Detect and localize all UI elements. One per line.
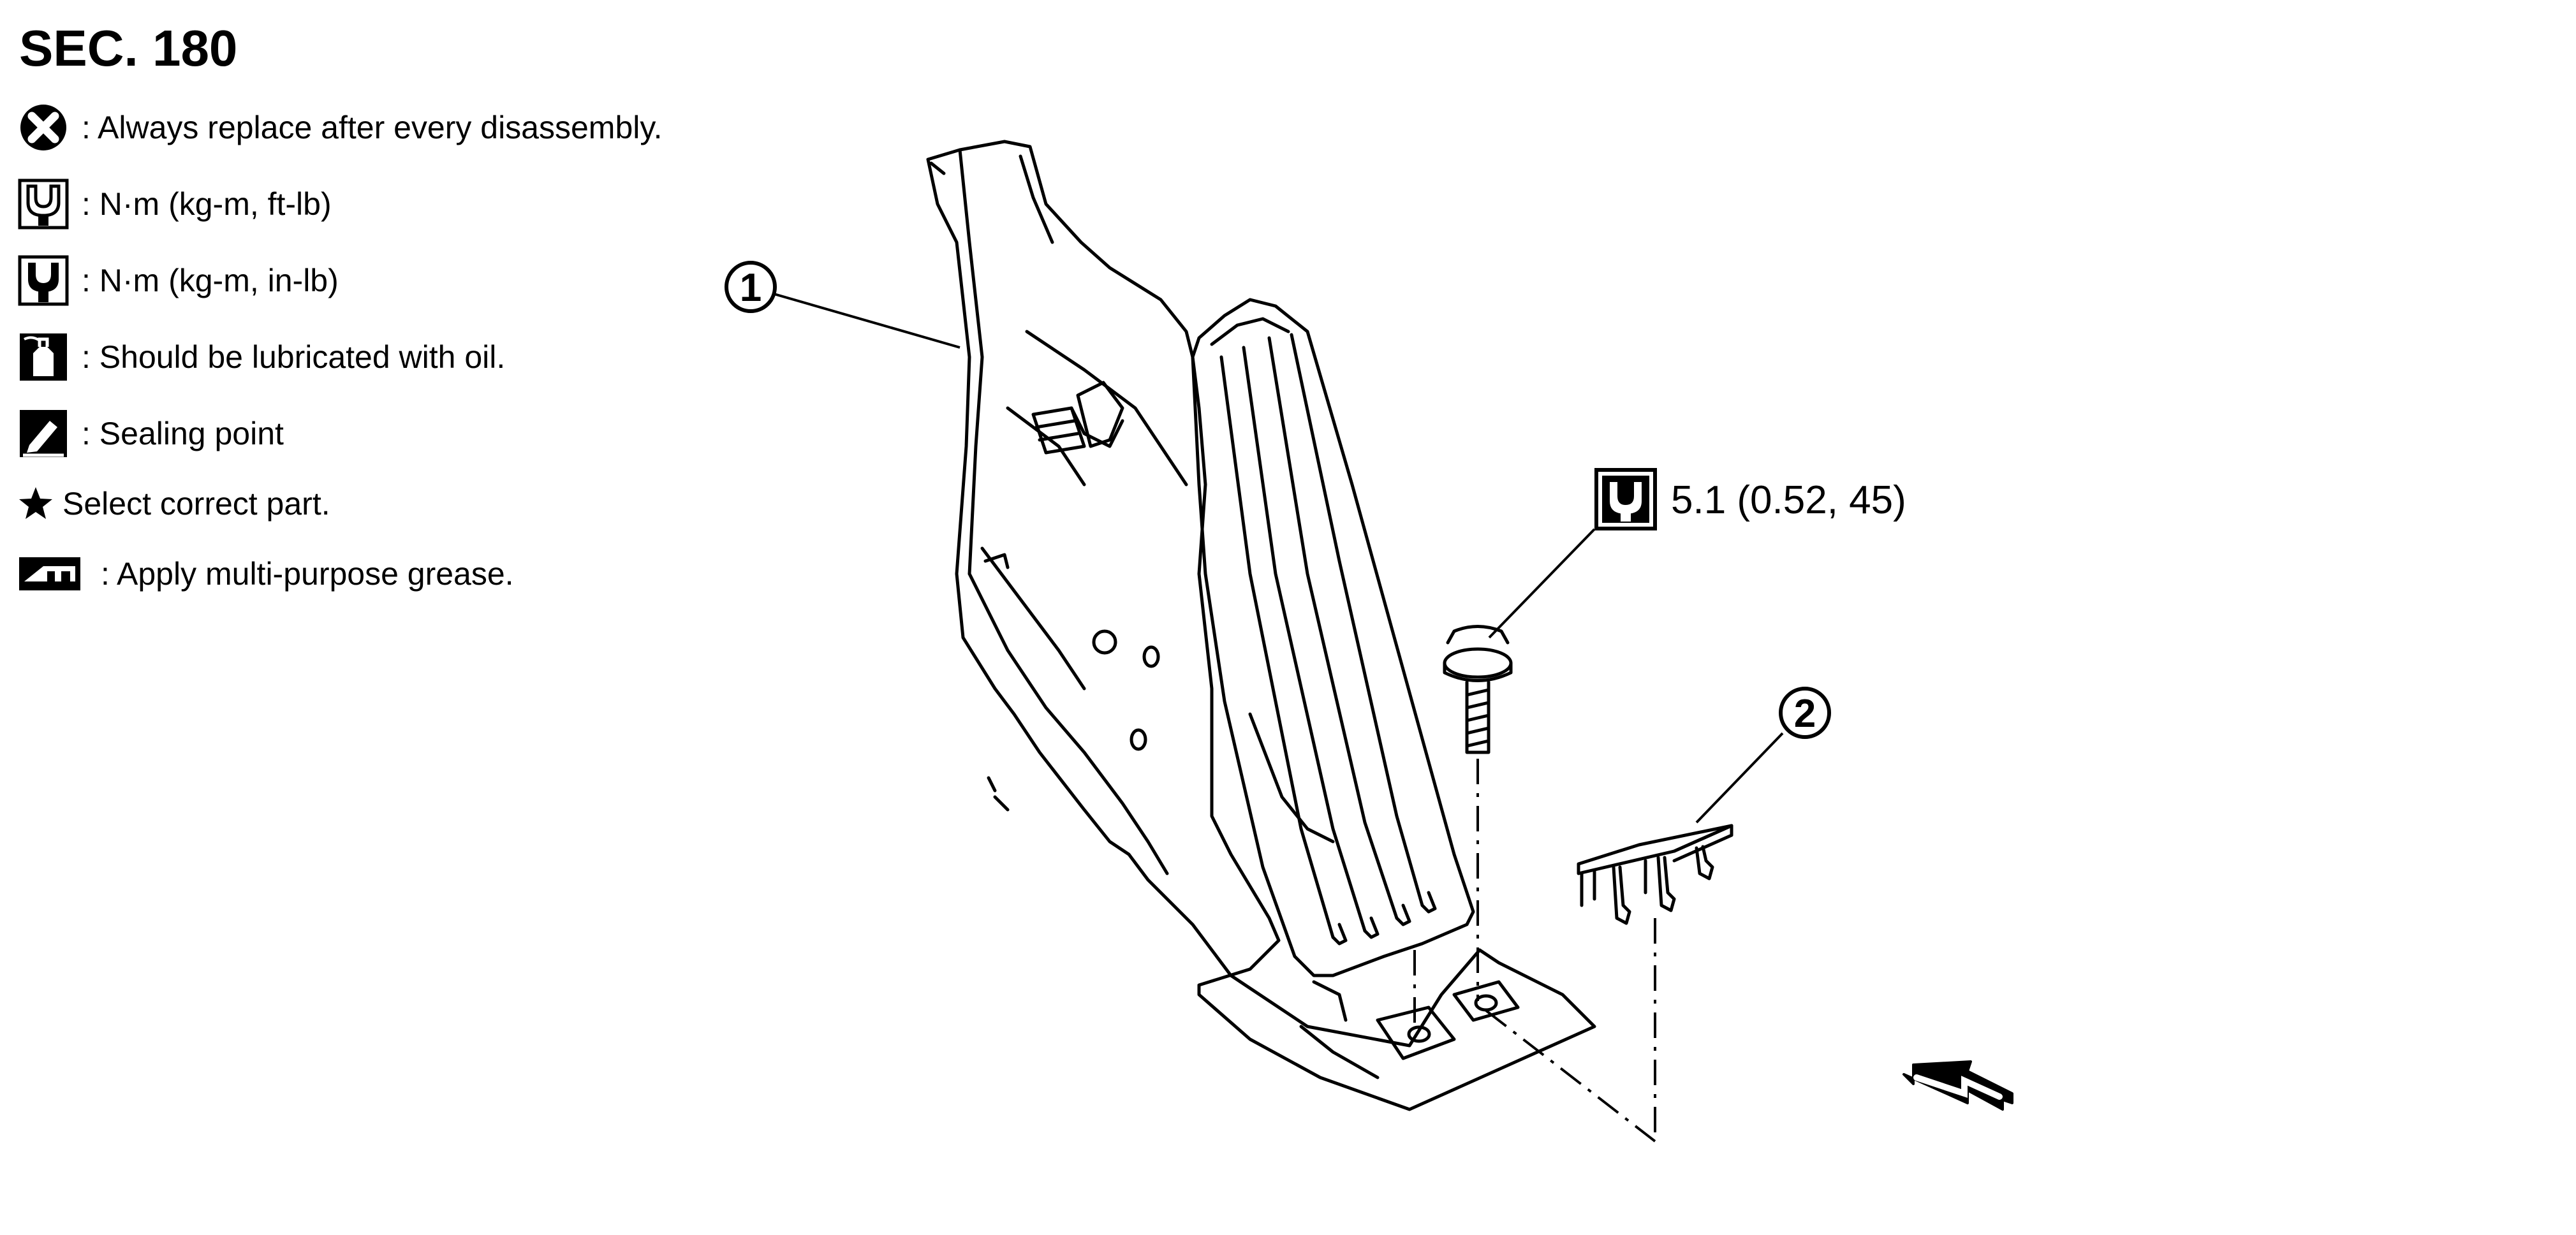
front-direction-arrow-icon [1903,1060,2013,1111]
callout-label: 1 [740,266,762,310]
legend-text: Select correct part. [63,486,330,522]
callout-part-2: 2 [1779,687,1831,739]
torque-spec: 5.1 (0.52, 45) [1594,468,1906,530]
section-title: SEC. 180 [19,20,238,77]
base-mount-bosses [1299,980,1520,1079]
grease-icon [18,545,101,603]
torque-inlb-icon [18,252,82,309]
legend-item-oil: : Should be lubricated with oil. [18,319,751,395]
retainer-clip [1577,824,1733,925]
legend-item-grease: : Apply multi-purpose grease. [18,536,751,612]
legend-item-replace: : Always replace after every disassembly… [18,89,751,166]
torque-value: 5.1 (0.52, 45) [1671,478,1906,522]
pedal-bracket-outline [926,140,1596,1111]
leader-lines [771,292,1784,824]
legend-item-torque-ftlb: : N·m (kg-m, ft-lb) [18,166,751,242]
legend-item-sealing: : Sealing point [18,395,751,472]
torque-ftlb-icon [18,175,82,233]
legend-text: : Sealing point [82,416,284,451]
legend-item-select-part: Select correct part. [18,472,751,536]
callout-label: 2 [1794,692,1816,736]
oil-can-icon [18,328,82,386]
callout-part-1: 1 [725,261,777,313]
legend-text: : Always replace after every disassembly… [82,110,663,145]
torque-inlb-icon [1594,468,1657,530]
legend-text: : N·m (kg-m, in-lb) [82,263,339,298]
sealing-point-icon [18,405,82,462]
legend-text: : Apply multi-purpose grease. [101,556,514,592]
assembly-lines [1413,759,1656,1143]
pedal-pad-outline [1191,298,1475,977]
symbol-legend: : Always replace after every disassembly… [18,89,751,612]
legend-text: : N·m (kg-m, ft-lb) [82,186,332,222]
x-circle-icon [18,99,82,156]
legend-item-torque-inlb: : N·m (kg-m, in-lb) [18,242,751,319]
legend-text: : Should be lubricated with oil. [82,339,506,375]
mounting-bolt [1443,625,1513,754]
star-icon [18,475,63,532]
